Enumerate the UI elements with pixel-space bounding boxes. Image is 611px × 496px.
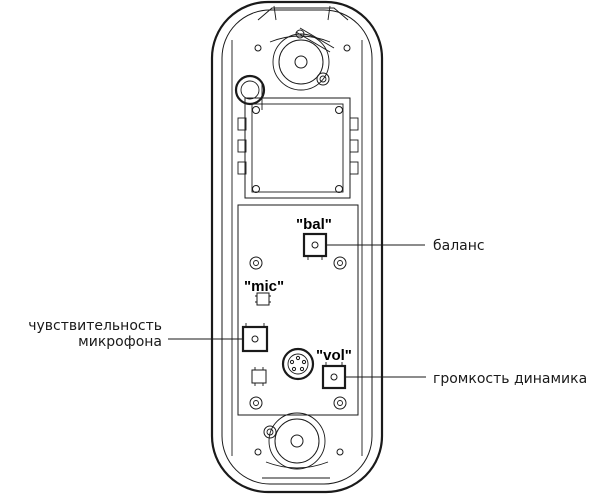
- mic-code-label: "mic": [244, 278, 284, 295]
- top-mount: [234, 5, 351, 110]
- mic-sensitivity-label-line1: чувствительность: [28, 318, 162, 334]
- bal-code-label: "bal": [296, 216, 332, 233]
- balance-label: баланс: [433, 238, 485, 254]
- mic-component: [255, 292, 271, 306]
- vol-trimmer: [321, 362, 347, 390]
- small-chip: [251, 367, 267, 386]
- bal-trimmer: [302, 232, 328, 260]
- pcb-board: [237, 204, 359, 416]
- device-housing: [210, 0, 384, 494]
- round-connector: [281, 347, 315, 381]
- mic-sensitivity-label-line2: микрофона: [78, 334, 162, 350]
- speaker-module: [237, 97, 359, 199]
- bottom-mount: [254, 412, 344, 479]
- speaker-volume-label: громкость динамика: [433, 371, 587, 387]
- vol-code-label: "vol": [316, 347, 352, 364]
- mic-sensitivity-trimmer: [241, 323, 269, 353]
